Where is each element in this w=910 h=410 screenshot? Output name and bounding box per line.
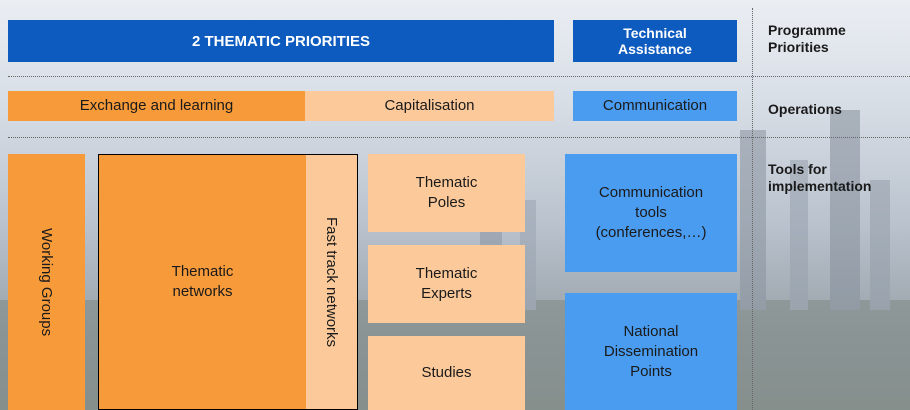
communication-tools-label: Communication tools (conferences,…) xyxy=(595,184,707,241)
fast-track-networks-box: Fast track networks xyxy=(306,155,357,409)
thematic-poles-label: Thematic Poles xyxy=(415,174,478,211)
divider-vertical xyxy=(752,8,753,410)
exchange-learning-box: Exchange and learning xyxy=(8,91,305,121)
working-groups-label: Working Groups xyxy=(38,227,55,337)
capitalisation-box: Capitalisation xyxy=(305,91,554,121)
national-dissemination-box: National Dissemination Points xyxy=(565,293,737,410)
divider-middle xyxy=(8,137,910,138)
thematic-experts-label: Thematic Experts xyxy=(415,265,478,302)
studies-box: Studies xyxy=(368,336,525,410)
capitalisation-label: Capitalisation xyxy=(384,97,475,114)
tools-side-label: Tools for implementation xyxy=(768,161,908,195)
thematic-priorities-banner: 2 THEMATIC PRIORITIES xyxy=(8,20,554,62)
national-dissemination-label: National Dissemination Points xyxy=(603,322,699,380)
networks-group: Thematic networks Fast track networks xyxy=(98,154,358,410)
working-groups-box: Working Groups xyxy=(8,154,85,410)
thematic-networks-box: Thematic networks xyxy=(99,155,306,409)
technical-assistance-label: Technical Assistance xyxy=(618,25,692,57)
programme-priorities-text: Programme Priorities xyxy=(768,22,846,55)
technical-assistance-box: Technical Assistance xyxy=(573,20,737,62)
tools-text: Tools for implementation xyxy=(768,161,872,194)
communication-tools-box: Communication tools (conferences,…) xyxy=(565,154,737,272)
thematic-poles-box: Thematic Poles xyxy=(368,154,525,232)
studies-label: Studies xyxy=(421,364,472,381)
thematic-priorities-label: 2 THEMATIC PRIORITIES xyxy=(191,32,371,50)
communication-label: Communication xyxy=(602,97,708,114)
fast-track-networks-label: Fast track networks xyxy=(323,216,340,348)
programme-priorities-side-label: Programme Priorities xyxy=(768,22,898,56)
communication-box: Communication xyxy=(573,91,737,121)
thematic-experts-box: Thematic Experts xyxy=(368,245,525,323)
thematic-networks-label: Thematic networks xyxy=(171,263,234,300)
exchange-learning-label: Exchange and learning xyxy=(79,97,234,114)
operations-text: Operations xyxy=(768,101,842,117)
divider-top xyxy=(8,76,910,77)
operations-side-label: Operations xyxy=(768,101,898,118)
